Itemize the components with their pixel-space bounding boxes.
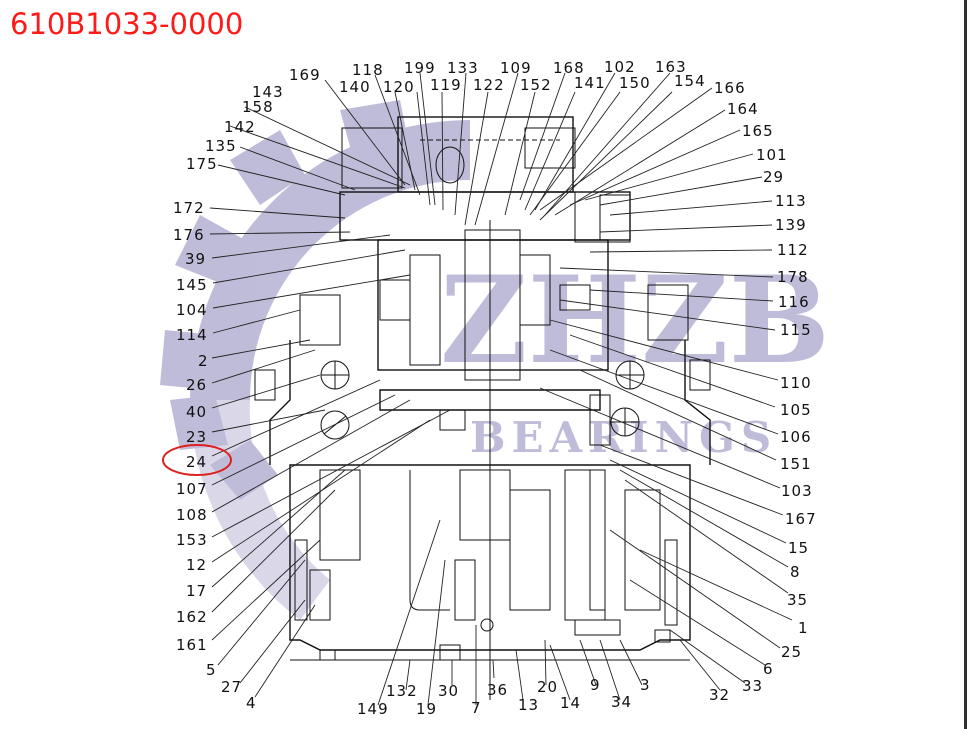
- part-label: 118: [352, 61, 384, 79]
- part-label: 107: [176, 480, 208, 498]
- part-label: 164: [727, 100, 759, 118]
- part-label: 132: [386, 682, 418, 700]
- part-label: 40: [186, 403, 207, 421]
- part-label: 149: [357, 700, 389, 718]
- part-label: 108: [176, 506, 208, 524]
- part-label: 139: [775, 216, 807, 234]
- part-label: 116: [778, 293, 810, 311]
- part-label: 140: [339, 78, 371, 96]
- bottom-leader-lines: [377, 519, 643, 706]
- part-label: 12: [186, 556, 207, 574]
- top-leader-lines: [324, 72, 673, 226]
- part-label: 101: [756, 146, 788, 164]
- watermark-brand: ZHZB: [440, 250, 830, 391]
- window-edge-bar: [964, 0, 967, 729]
- part-label: 175: [186, 155, 218, 173]
- part-label: 122: [473, 76, 505, 94]
- bottom-labels: 149 132 19 30 7 36 13 20 14 9 34 3: [357, 676, 651, 718]
- part-number-title: 610B1033-0000: [10, 7, 244, 41]
- part-label: 143: [252, 83, 284, 101]
- part-label: 102: [604, 58, 636, 76]
- part-label: 165: [742, 122, 774, 140]
- part-label: 163: [655, 58, 687, 76]
- part-label: 110: [780, 374, 812, 392]
- part-label: 103: [781, 482, 813, 500]
- part-label: 29: [763, 168, 784, 186]
- left-leader-lines: [209, 106, 451, 698]
- part-label: 161: [176, 636, 208, 654]
- part-label: 6: [763, 660, 774, 678]
- part-label: 2: [198, 352, 209, 370]
- part-label: 30: [438, 682, 459, 700]
- part-label: 5: [206, 661, 217, 679]
- part-label: 166: [714, 79, 746, 97]
- part-label: 17: [186, 582, 207, 600]
- part-label: 34: [611, 693, 632, 711]
- part-label: 162: [176, 608, 208, 626]
- part-label: 153: [176, 531, 208, 549]
- part-label: 25: [781, 643, 802, 661]
- part-label: 158: [242, 98, 274, 116]
- watermark-subtitle: BEARINGS: [470, 413, 777, 462]
- part-label: 119: [430, 76, 462, 94]
- highlight-circle: [162, 444, 232, 476]
- right-leader-lines: [539, 87, 793, 691]
- part-label: 105: [780, 401, 812, 419]
- part-label: 20: [537, 678, 558, 696]
- part-label: 150: [619, 74, 651, 92]
- part-label: 7: [471, 699, 482, 717]
- part-label: 19: [416, 700, 437, 718]
- part-label: 151: [780, 455, 812, 473]
- part-label: 114: [176, 326, 208, 344]
- part-label: 106: [780, 428, 812, 446]
- part-label: 15: [788, 539, 809, 557]
- part-label: 24: [186, 453, 207, 471]
- part-label: 142: [224, 118, 256, 136]
- part-label: 152: [520, 76, 552, 94]
- part-label: 113: [775, 192, 807, 210]
- part-label: 33: [742, 677, 763, 695]
- part-label: 35: [787, 591, 808, 609]
- part-label: 169: [289, 66, 321, 84]
- part-label: 141: [574, 74, 606, 92]
- part-label: 26: [186, 376, 207, 394]
- top-labels: 169 118 199 133 109 168 102 163 143 140 …: [252, 58, 706, 101]
- right-labels: 166 164 165 101 29 113 139 112 178 116 1…: [709, 79, 817, 704]
- part-label: 145: [176, 276, 208, 294]
- part-label: 109: [500, 59, 532, 77]
- part-label: 32: [709, 686, 730, 704]
- part-label: 8: [790, 563, 801, 581]
- part-label: 23: [186, 428, 207, 446]
- part-label: 3: [640, 676, 651, 694]
- part-label: 120: [383, 78, 415, 96]
- part-label: 178: [777, 268, 809, 286]
- part-label: 112: [777, 241, 809, 259]
- part-label: 135: [205, 137, 237, 155]
- part-label: 133: [447, 59, 479, 77]
- part-label: 168: [553, 59, 585, 77]
- part-label: 13: [518, 696, 539, 714]
- part-label: 199: [404, 59, 436, 77]
- motor-housing-drawing: [254, 116, 711, 700]
- watermark-gear-icon: [160, 100, 470, 620]
- part-label: 104: [176, 301, 208, 319]
- part-label: 27: [221, 678, 242, 696]
- part-label: 176: [173, 226, 205, 244]
- part-label: 9: [590, 676, 601, 694]
- left-labels: 158 142 135 175 172 176 39 145 104 114 2…: [173, 98, 274, 712]
- part-label: 115: [780, 321, 812, 339]
- part-label: 14: [560, 694, 581, 712]
- part-label: 1: [798, 619, 809, 637]
- part-label: 154: [674, 72, 706, 90]
- part-label: 167: [785, 510, 817, 528]
- part-label: 172: [173, 199, 205, 217]
- part-label: 4: [246, 694, 257, 712]
- part-label: 39: [185, 250, 206, 268]
- part-label: 36: [487, 681, 508, 699]
